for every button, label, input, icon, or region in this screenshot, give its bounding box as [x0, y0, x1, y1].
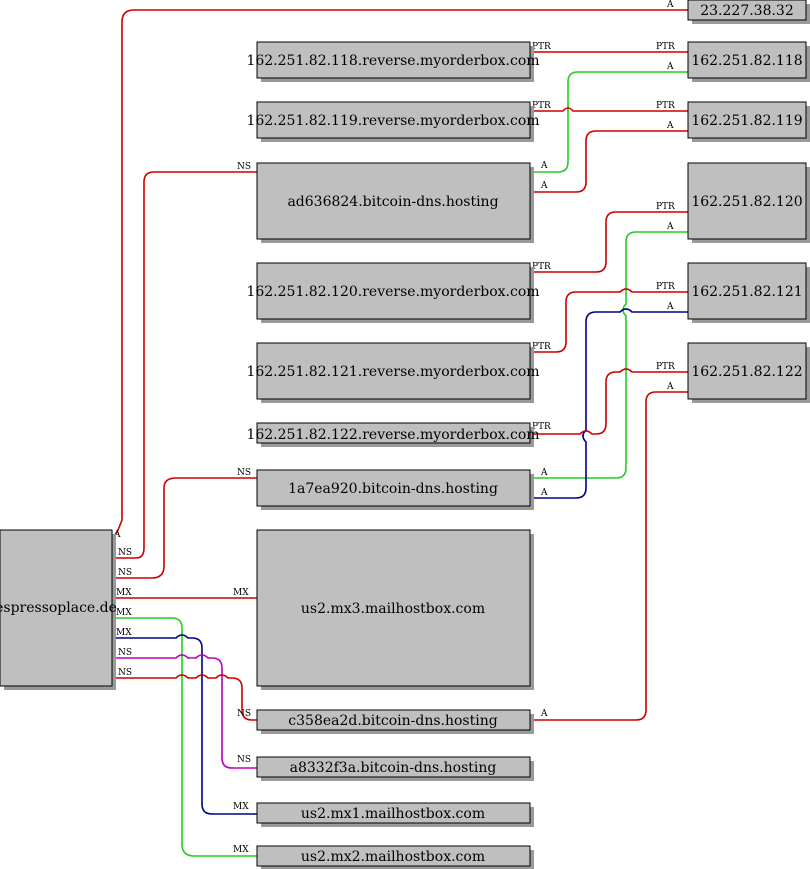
edge-domain-ns2: [112, 477, 257, 579]
label-ptr-ip120: PTR: [656, 202, 675, 212]
label-ns-ns1: NS: [237, 162, 251, 172]
label-ptr-rev118: PTR: [532, 42, 551, 52]
node-rev121[interactable]: 162.251.82.121.reverse.myorderbox.com: [246, 342, 540, 403]
label-a-ns2-1: A: [540, 468, 548, 478]
label-mx-mx2: MX: [233, 845, 249, 855]
label-mx-domain-2: MX: [116, 608, 132, 618]
edge-ns1-ip119: [530, 130, 688, 193]
node-ns4[interactable]: a8332f3a.bitcoin-dns.hosting: [256, 756, 534, 781]
node-rev121-label: 162.251.82.121.reverse.myorderbox.com: [246, 364, 539, 380]
edge-domain-ns3: [112, 674, 257, 721]
edges: [111, 9, 688, 857]
label-a-ns3: A: [540, 709, 548, 719]
node-ip119-label: 162.251.82.119: [691, 113, 802, 129]
label-ptr-ip119: PTR: [656, 101, 675, 111]
node-rev122[interactable]: 162.251.82.122.reverse.myorderbox.com: [246, 422, 540, 447]
edge-ns2-ip120: [530, 231, 688, 479]
node-rev119-label: 162.251.82.119.reverse.myorderbox.com: [246, 113, 539, 129]
label-ptr-ip118: PTR: [656, 42, 675, 52]
label-a-ip121: A: [666, 302, 674, 312]
node-domain[interactable]: espressoplace.de: [0, 529, 117, 690]
edge-rev122-ip122: [530, 368, 688, 435]
edge-domain-ns1: [112, 171, 257, 559]
label-ns-ns2: NS: [237, 468, 251, 478]
label-ptr-rev121: PTR: [532, 342, 551, 352]
node-rev120-label: 162.251.82.120.reverse.myorderbox.com: [246, 284, 539, 300]
node-ip118-label: 162.251.82.118: [691, 53, 802, 69]
node-ns2[interactable]: 1a7ea920.bitcoin-dns.hosting: [256, 469, 534, 510]
label-a-ns1-1: A: [540, 161, 548, 171]
edge-ns1-ip118: [530, 71, 688, 173]
label-ptr-ip121: PTR: [656, 282, 675, 292]
node-mx2-label: us2.mx2.mailhostbox.com: [301, 849, 485, 865]
node-mx1-label: us2.mx1.mailhostbox.com: [301, 806, 485, 822]
edge-ns3-ip122: [530, 391, 688, 721]
node-ip-a-label: 23.227.38.32: [700, 3, 794, 19]
edge-rev119-ip119: [530, 107, 688, 112]
label-ptr-rev122: PTR: [532, 422, 551, 432]
label-a-ip119: A: [666, 121, 674, 131]
node-ip118[interactable]: 162.251.82.118: [687, 41, 810, 82]
node-rev118[interactable]: 162.251.82.118.reverse.myorderbox.com: [246, 41, 540, 82]
label-a-domain: A: [113, 530, 121, 540]
node-ip122[interactable]: 162.251.82.122: [687, 342, 810, 403]
node-rev120[interactable]: 162.251.82.120.reverse.myorderbox.com: [246, 262, 540, 323]
node-ns3[interactable]: c358ea2d.bitcoin-dns.hosting: [256, 709, 534, 734]
node-domain-label: espressoplace.de: [0, 600, 117, 616]
label-ns-ns3: NS: [237, 709, 251, 719]
label-a-ip120: A: [666, 222, 674, 232]
node-ns1-label: ad636824.bitcoin-dns.hosting: [287, 194, 498, 210]
label-ptr-rev120: PTR: [532, 262, 551, 272]
node-ip122-label: 162.251.82.122: [691, 364, 802, 380]
node-ip120[interactable]: 162.251.82.120: [687, 162, 810, 243]
label-ns-domain-3: NS: [118, 648, 132, 658]
label-mx-mx1: MX: [233, 802, 249, 812]
edge-domain-mx2: [112, 617, 257, 857]
node-mx3-label: us2.mx3.mailhostbox.com: [301, 601, 485, 617]
label-ns-domain-4: NS: [118, 668, 132, 678]
node-rev119[interactable]: 162.251.82.119.reverse.myorderbox.com: [246, 101, 540, 142]
label-ns-domain-1: NS: [118, 548, 132, 558]
node-mx1[interactable]: us2.mx1.mailhostbox.com: [256, 802, 534, 827]
label-ptr-ip122: PTR: [656, 362, 675, 372]
edge-ns2-ip121: [530, 308, 688, 499]
node-ip121-label: 162.251.82.121: [691, 284, 802, 300]
node-ns4-label: a8332f3a.bitcoin-dns.hosting: [290, 760, 497, 776]
label-ns-ns4: NS: [237, 755, 251, 765]
node-rev122-label: 162.251.82.122.reverse.myorderbox.com: [246, 427, 539, 443]
node-ip119[interactable]: 162.251.82.119: [687, 101, 810, 142]
node-mx3[interactable]: us2.mx3.mailhostbox.com: [256, 529, 534, 690]
label-mx-mx3: MX: [233, 588, 249, 598]
label-mx-domain-3: MX: [116, 628, 132, 638]
node-ns2-label: 1a7ea920.bitcoin-dns.hosting: [288, 481, 498, 497]
edge-rev120-ip120: [530, 211, 688, 273]
node-ip-a[interactable]: 23.227.38.32: [687, 0, 810, 24]
node-mx2[interactable]: us2.mx2.mailhostbox.com: [256, 845, 534, 869]
label-a-ns1-2: A: [540, 181, 548, 191]
label-mx-domain-1: MX: [116, 588, 132, 598]
node-ip120-label: 162.251.82.120: [691, 194, 802, 210]
label-ptr-rev119: PTR: [532, 101, 551, 111]
edge-domain-ip-a: [111, 9, 688, 541]
label-a-ns2-2: A: [540, 488, 548, 498]
label-a-ip118: A: [666, 62, 674, 72]
edge-labels: A A NS NS NS NS MX MX MX MX NS NS NS NS …: [113, 0, 675, 855]
node-ns1[interactable]: ad636824.bitcoin-dns.hosting: [256, 162, 534, 243]
edge-domain-ns4: [112, 654, 257, 769]
edge-domain-mx1: [112, 634, 257, 815]
node-ns3-label: c358ea2d.bitcoin-dns.hosting: [288, 713, 497, 729]
node-ip121[interactable]: 162.251.82.121: [687, 262, 810, 323]
label-ns-domain-2: NS: [118, 568, 132, 578]
label-a-ip: A: [666, 0, 674, 10]
edge-rev121-ip121: [530, 288, 688, 353]
label-a-ip122: A: [666, 382, 674, 392]
node-rev118-label: 162.251.82.118.reverse.myorderbox.com: [246, 53, 539, 69]
